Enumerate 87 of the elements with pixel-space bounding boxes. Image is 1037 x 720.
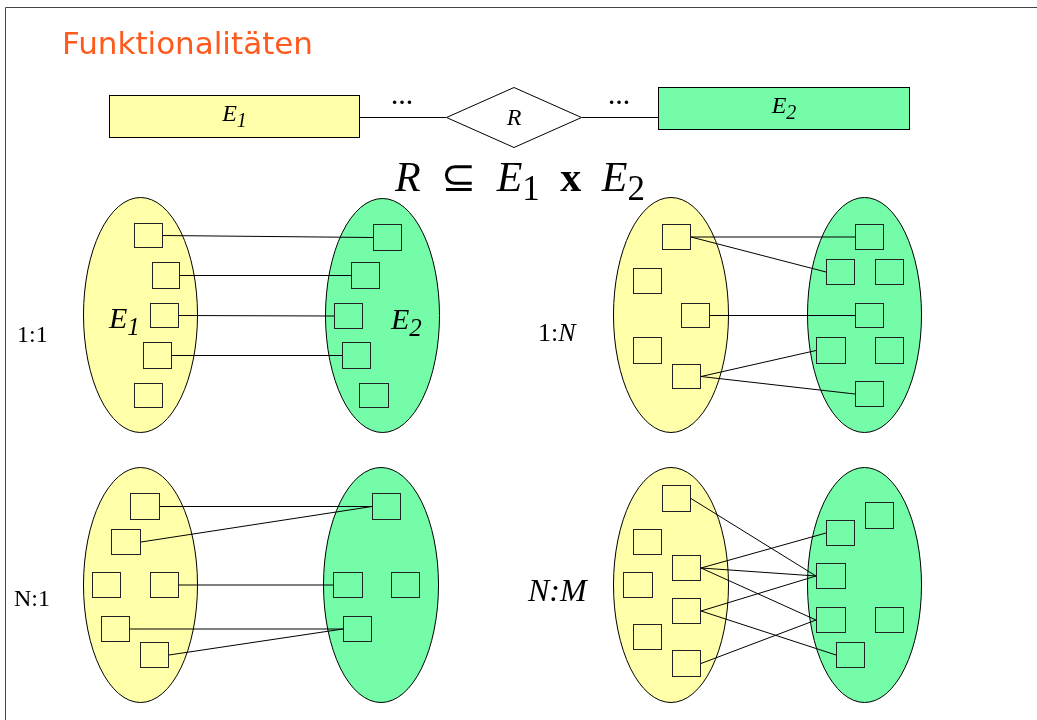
connector-line bbox=[700, 567, 817, 621]
cardinality-label: N:1 bbox=[14, 586, 50, 610]
square bbox=[140, 642, 169, 668]
square bbox=[101, 616, 130, 642]
connector-line bbox=[709, 315, 856, 316]
square bbox=[152, 262, 180, 289]
square bbox=[865, 502, 894, 529]
cardinality-label: 1:1 bbox=[17, 322, 48, 346]
connector-line bbox=[700, 619, 817, 664]
square bbox=[672, 650, 701, 677]
entity-set-ellipse bbox=[83, 467, 198, 703]
square bbox=[359, 383, 389, 408]
connector-line bbox=[179, 275, 352, 276]
cardinality-label: N:M bbox=[528, 574, 587, 606]
square bbox=[816, 607, 846, 633]
connector-line bbox=[690, 236, 856, 238]
square bbox=[334, 303, 363, 329]
square bbox=[623, 572, 653, 598]
square bbox=[681, 303, 710, 328]
connector-line bbox=[162, 235, 374, 238]
connector-line bbox=[178, 584, 334, 586]
square bbox=[826, 520, 855, 546]
square bbox=[662, 224, 691, 250]
square bbox=[875, 337, 904, 364]
square bbox=[826, 259, 855, 285]
square bbox=[662, 485, 691, 512]
connector-line bbox=[700, 567, 817, 577]
formula-text: R ⊆ E$_{1}$ x E$_{2}$ bbox=[395, 156, 645, 207]
entity-set-ellipse bbox=[807, 467, 922, 703]
square bbox=[633, 268, 662, 294]
square bbox=[672, 598, 701, 624]
square bbox=[130, 493, 160, 520]
connector-line bbox=[700, 350, 817, 377]
relationship-diamond bbox=[446, 87, 582, 148]
square bbox=[134, 383, 163, 408]
connector-line bbox=[359, 117, 447, 118]
entity-label: E$_{2}$ bbox=[391, 304, 422, 340]
entity-label: E$_{1}$ bbox=[222, 100, 247, 130]
connector-line bbox=[700, 610, 837, 656]
entity-set-ellipse bbox=[325, 198, 440, 433]
square bbox=[855, 224, 884, 250]
connector-line bbox=[178, 315, 335, 317]
square bbox=[342, 342, 371, 369]
square bbox=[875, 259, 904, 285]
cardinality-label: 1:N bbox=[538, 320, 576, 346]
connector-line bbox=[700, 376, 856, 395]
square bbox=[143, 342, 172, 369]
connector-line bbox=[700, 575, 817, 612]
square bbox=[373, 224, 402, 251]
entity-box bbox=[109, 95, 360, 138]
entity-set-ellipse bbox=[323, 467, 439, 703]
square bbox=[391, 572, 420, 598]
square bbox=[111, 529, 141, 555]
entity-set-ellipse bbox=[83, 197, 198, 433]
entity-label: R bbox=[506, 104, 522, 129]
connector-line bbox=[171, 355, 343, 356]
entity-set-ellipse bbox=[613, 467, 729, 703]
square bbox=[633, 529, 662, 555]
square bbox=[351, 262, 380, 289]
connector-line bbox=[690, 236, 827, 273]
square bbox=[855, 381, 884, 407]
square bbox=[372, 493, 401, 520]
square bbox=[333, 572, 363, 598]
square bbox=[633, 337, 662, 364]
title-text: Funktionalitäten bbox=[62, 28, 313, 59]
square bbox=[855, 303, 884, 328]
square bbox=[672, 555, 701, 581]
square bbox=[816, 337, 846, 364]
square bbox=[816, 563, 846, 589]
square bbox=[92, 572, 121, 598]
connector-line bbox=[140, 506, 373, 543]
connector-line bbox=[690, 498, 817, 577]
square bbox=[836, 642, 865, 668]
connector-line bbox=[168, 628, 344, 656]
square bbox=[875, 607, 904, 633]
square bbox=[343, 616, 372, 642]
entity-set-ellipse bbox=[807, 197, 922, 433]
square bbox=[150, 303, 179, 328]
entity-label: E$_{2}$ bbox=[771, 92, 797, 122]
square bbox=[672, 364, 701, 389]
square bbox=[633, 624, 662, 650]
connector-line bbox=[129, 628, 344, 630]
square bbox=[150, 572, 179, 598]
entity-box bbox=[658, 87, 910, 130]
entity-label: E$_{1}$ bbox=[109, 303, 140, 339]
square bbox=[134, 223, 163, 248]
connector-line bbox=[581, 117, 659, 118]
